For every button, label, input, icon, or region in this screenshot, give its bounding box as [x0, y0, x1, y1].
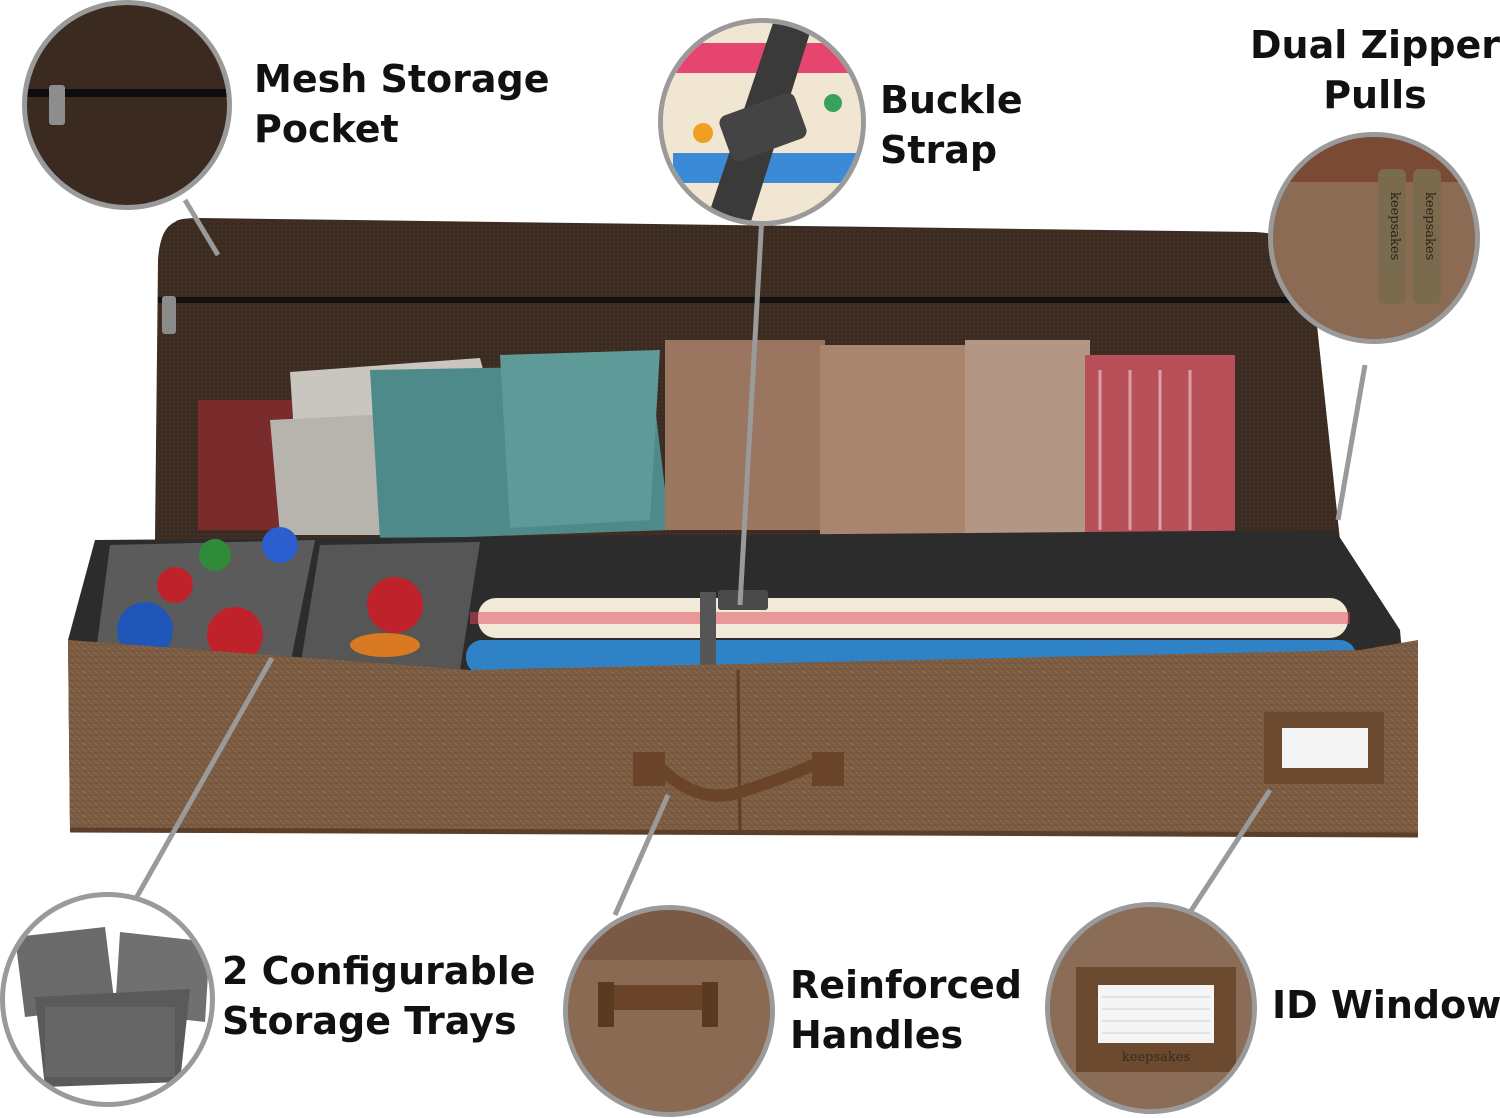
label-mesh-storage-pocket: Mesh Storage Pocket: [254, 54, 549, 154]
mesh-pocket-zoom: [22, 0, 232, 210]
id-window-brand-text: keepsakes: [1122, 1050, 1190, 1065]
label-id-window: ID Window: [1272, 980, 1500, 1030]
zipper-icon: [49, 85, 65, 125]
label-line: Handles: [790, 1013, 964, 1057]
id-window-zoom: keepsakes: [1045, 902, 1257, 1114]
label-line: Strap: [880, 128, 998, 172]
label-line: Pulls: [1323, 73, 1427, 117]
trays-zoom: [0, 892, 215, 1107]
zipper-pull-icon: [1378, 169, 1406, 304]
label-line: Pocket: [254, 107, 399, 151]
label-line: Dual Zipper: [1250, 23, 1500, 67]
label-line: 2 Configurable: [222, 949, 536, 993]
label-dual-zipper-pulls: Dual Zipper Pulls: [1250, 20, 1500, 120]
label-line: Reinforced: [790, 963, 1022, 1007]
storage-box: [68, 527, 1419, 838]
label-line: Buckle: [880, 78, 1023, 122]
label-line: Mesh Storage: [254, 57, 550, 101]
handles-zoom: [563, 905, 775, 1117]
zipper-pull-icon: [1413, 169, 1441, 304]
lid-contents: [198, 340, 1235, 540]
buckle-strap-zoom: [658, 18, 866, 226]
zipper-brand-text: keepsakes: [1387, 192, 1402, 260]
leader-lines: [132, 198, 1368, 922]
label-line: ID Window: [1272, 983, 1500, 1027]
dual-zipper-zoom: keepsakes keepsakes: [1268, 132, 1480, 344]
label-line: Storage Trays: [222, 999, 517, 1043]
handle-icon: [598, 985, 718, 1010]
buckle-icon: [719, 93, 807, 161]
id-window-icon: [1098, 985, 1214, 1043]
label-buckle-strap: Buckle Strap: [880, 75, 1023, 175]
label-configurable-trays: 2 Configurable Storage Trays: [222, 946, 536, 1046]
zipper-pull: [162, 296, 176, 334]
label-reinforced-handles: Reinforced Handles: [790, 960, 1022, 1060]
zipper-brand-text: keepsakes: [1422, 192, 1437, 260]
